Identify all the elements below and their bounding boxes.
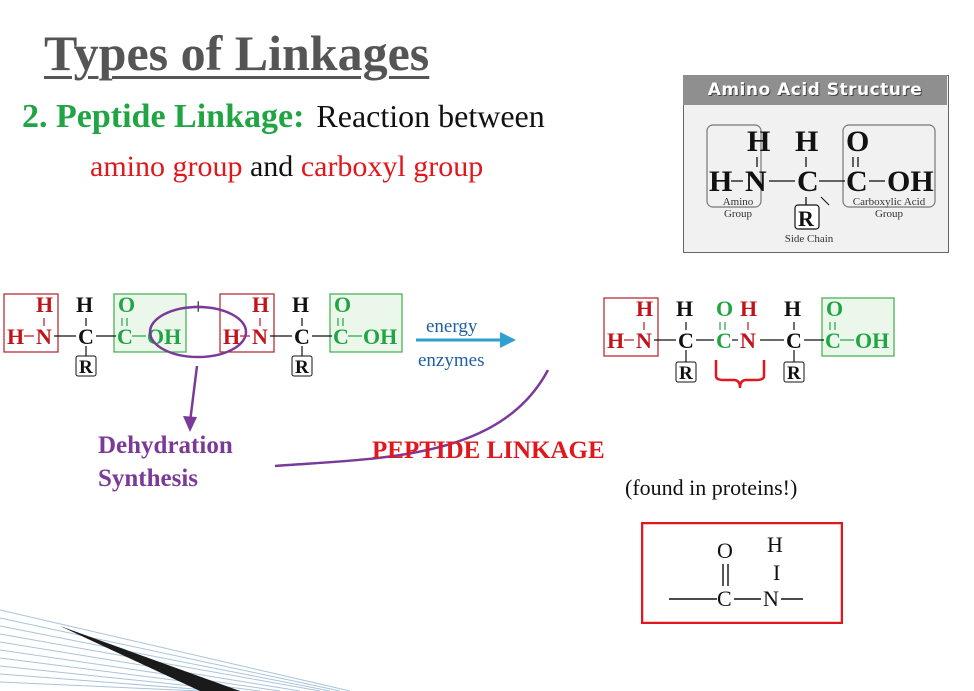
m1-c-carboxyl: C	[117, 324, 133, 349]
amino-label-1: Amino	[723, 196, 754, 208]
arrow-bottom-label: enzymes	[418, 350, 484, 371]
aa-o-top: O	[846, 125, 869, 158]
side-chain-label: Side Chain	[785, 233, 834, 245]
carboxyl-group-text: carboxyl group	[300, 150, 484, 183]
p-o-end: O	[826, 296, 843, 321]
p-h-left: H	[607, 328, 624, 353]
amino-group-text: amino group	[90, 150, 243, 183]
amino-group-box	[706, 124, 762, 208]
dehydration-label-1: Dehydration	[98, 432, 233, 459]
linkage-o: O	[717, 538, 733, 563]
swoosh-dark-band	[60, 626, 240, 691]
p-r1: R	[679, 363, 693, 384]
p-n-peptide: N	[740, 328, 756, 353]
aa-c-carboxyl: C	[846, 165, 868, 198]
subtitle-line-2: amino group and carboxyl group	[90, 150, 483, 184]
carboxyl-group-box-2	[329, 293, 403, 353]
subtitle-heading: 2. Peptide Linkage:	[22, 98, 305, 135]
found-in-proteins-label: (found in proteins!)	[625, 475, 798, 500]
amino-group-box-2	[219, 293, 275, 353]
m1-h-left: H	[7, 324, 24, 349]
slide-title: Types of Linkages	[44, 25, 430, 81]
aa-c-alpha: C	[797, 165, 819, 198]
aa-n: N	[745, 165, 767, 198]
m1-h-alpha: H	[76, 292, 93, 317]
p-h-top: H	[636, 296, 653, 321]
amino-label-2: Group	[724, 208, 753, 220]
carboxyl-group-box	[842, 124, 936, 208]
m1-h-top: H	[36, 292, 53, 317]
m2-h-left: H	[223, 324, 240, 349]
carboxyl-group-box-1	[113, 293, 187, 353]
product-carboxyl-box	[821, 297, 895, 357]
m1-oh: OH	[147, 324, 181, 349]
peptide-linkage-curve	[274, 369, 550, 468]
m2-o: O	[334, 292, 351, 317]
peptide-linkage-label: PEPTIDE LINKAGE	[372, 437, 605, 464]
subtitle: 2. Peptide Linkage: Reaction between	[22, 98, 545, 136]
carboxyl-label-1: Carboxylic Acid	[853, 196, 926, 208]
m2-n: N	[252, 324, 268, 349]
decorative-swoosh	[0, 609, 351, 691]
amino-acid-diagram: H H O H N C C OH R Amino Group Carboxyli…	[706, 124, 936, 245]
m1-c: C	[78, 324, 94, 349]
p-o-peptide: O	[716, 296, 733, 321]
linkage-n: N	[763, 586, 779, 611]
p-h-peptide: H	[740, 296, 757, 321]
p-h-alpha2: H	[784, 296, 801, 321]
aa-r: R	[798, 206, 815, 231]
m1-o: O	[118, 292, 135, 317]
p-c-end: C	[825, 328, 841, 353]
subtitle-text: Reaction between	[316, 98, 545, 134]
arrow-top-label: energy	[426, 316, 478, 337]
p-n1: N	[636, 328, 652, 353]
aa-h-top-2: H	[795, 125, 818, 158]
peptide-bond-brace	[714, 360, 766, 389]
p-h-alpha1: H	[676, 296, 693, 321]
linkage-box-border	[641, 522, 843, 624]
m2-c: C	[294, 324, 310, 349]
reaction-arrow-head	[500, 332, 516, 348]
linkage-h: H	[767, 532, 783, 557]
m1-n: N	[36, 324, 52, 349]
carboxyl-label-2: Group	[875, 208, 904, 220]
p-c2: C	[786, 328, 802, 353]
water-highlight-ellipse	[148, 305, 248, 359]
m2-c-carboxyl: C	[333, 324, 349, 349]
p-r2: R	[787, 363, 801, 384]
dehydration-arrow	[188, 365, 199, 423]
aa-oh: OH	[887, 165, 934, 198]
reaction-diagram: H H O H N C C OH R + H H O H N C C OH R	[3, 292, 895, 389]
m2-h-top: H	[252, 292, 269, 317]
p-c1: C	[678, 328, 694, 353]
and-text: and	[249, 150, 294, 183]
side-chain-box	[794, 204, 820, 230]
aa-h-top-1: H	[747, 125, 770, 158]
amino-group-box-1	[3, 293, 59, 353]
product-amino-box	[603, 297, 659, 357]
m2-h-alpha: H	[292, 292, 309, 317]
p-c-peptide: C	[716, 328, 732, 353]
m2-oh: OH	[363, 324, 397, 349]
amino-acid-panel-header: Amino Acid Structure	[683, 75, 947, 105]
p-oh: OH	[855, 328, 889, 353]
m2-r: R	[295, 357, 309, 378]
linkage-bar: I	[773, 560, 780, 585]
annotation-arrows	[183, 365, 550, 468]
linkage-c: C	[717, 586, 732, 611]
dehydration-arrow-head	[183, 416, 197, 432]
peptide-linkage-box: O H I C N	[641, 522, 843, 624]
m1-r: R	[79, 357, 93, 378]
aa-h-mid: H	[709, 165, 732, 198]
dehydration-label-2: Synthesis	[98, 465, 199, 492]
